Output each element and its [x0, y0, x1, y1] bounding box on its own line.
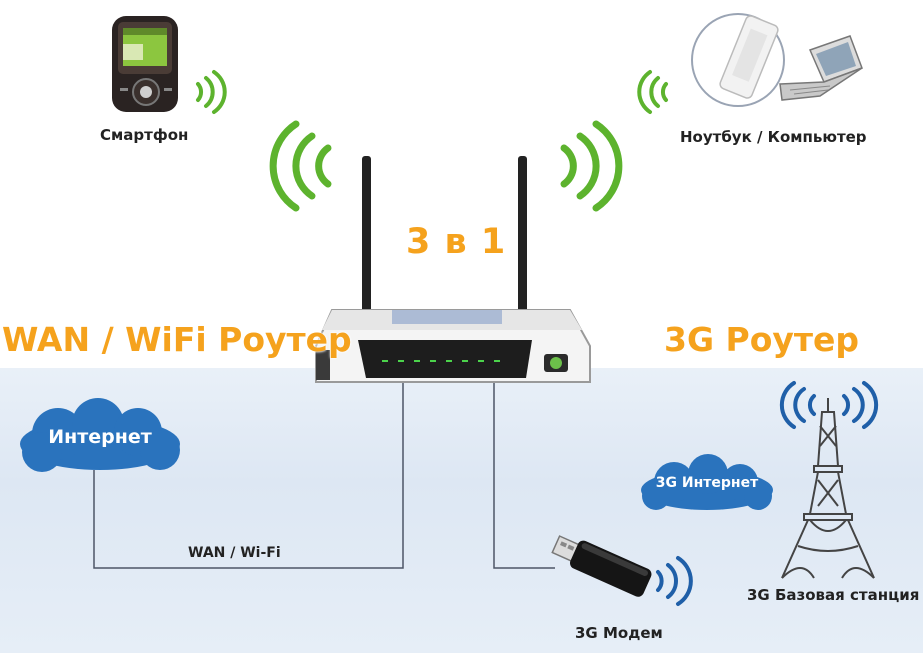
modem-wifi-waves	[656, 556, 693, 606]
laptop-wifi-waves	[637, 70, 668, 114]
laptop-label: Ноутбук / Компьютер	[680, 128, 867, 146]
base-station-tower-icon	[781, 398, 875, 579]
3g-internet-cloud-label: 3G Интернет	[655, 475, 759, 491]
3g-modem-icon	[551, 535, 652, 597]
router-icon	[315, 156, 591, 383]
smartphone-wifi-waves	[196, 70, 227, 114]
wan-wifi-connection-label: WAN / Wi-Fi	[188, 545, 281, 561]
base-station-waves-left	[779, 381, 816, 429]
3g-modem-label: 3G Модем	[575, 624, 663, 642]
laptop-icon	[691, 13, 863, 107]
internet-cloud-label: Интернет	[48, 426, 152, 448]
smartphone-label: Смартфон	[100, 126, 189, 144]
router-wifi-waves-left	[269, 120, 332, 212]
3g-internet-cloud	[641, 454, 773, 510]
internet-cloud	[20, 398, 180, 472]
smartphone-icon	[112, 16, 178, 112]
wan-line	[93, 375, 404, 569]
router-antenna-left	[362, 156, 371, 314]
router-antenna-right	[518, 156, 527, 314]
3g-router-title: 3G Роутер	[664, 320, 860, 359]
wan-wifi-router-title: WAN / WiFi Роутер	[2, 320, 352, 359]
base-station-label: 3G Базовая станция	[747, 586, 920, 604]
base-station-waves-right	[842, 381, 879, 429]
router-wifi-waves-right	[560, 120, 623, 212]
modem-line	[493, 375, 555, 569]
center-title: 3 в 1	[406, 222, 507, 262]
